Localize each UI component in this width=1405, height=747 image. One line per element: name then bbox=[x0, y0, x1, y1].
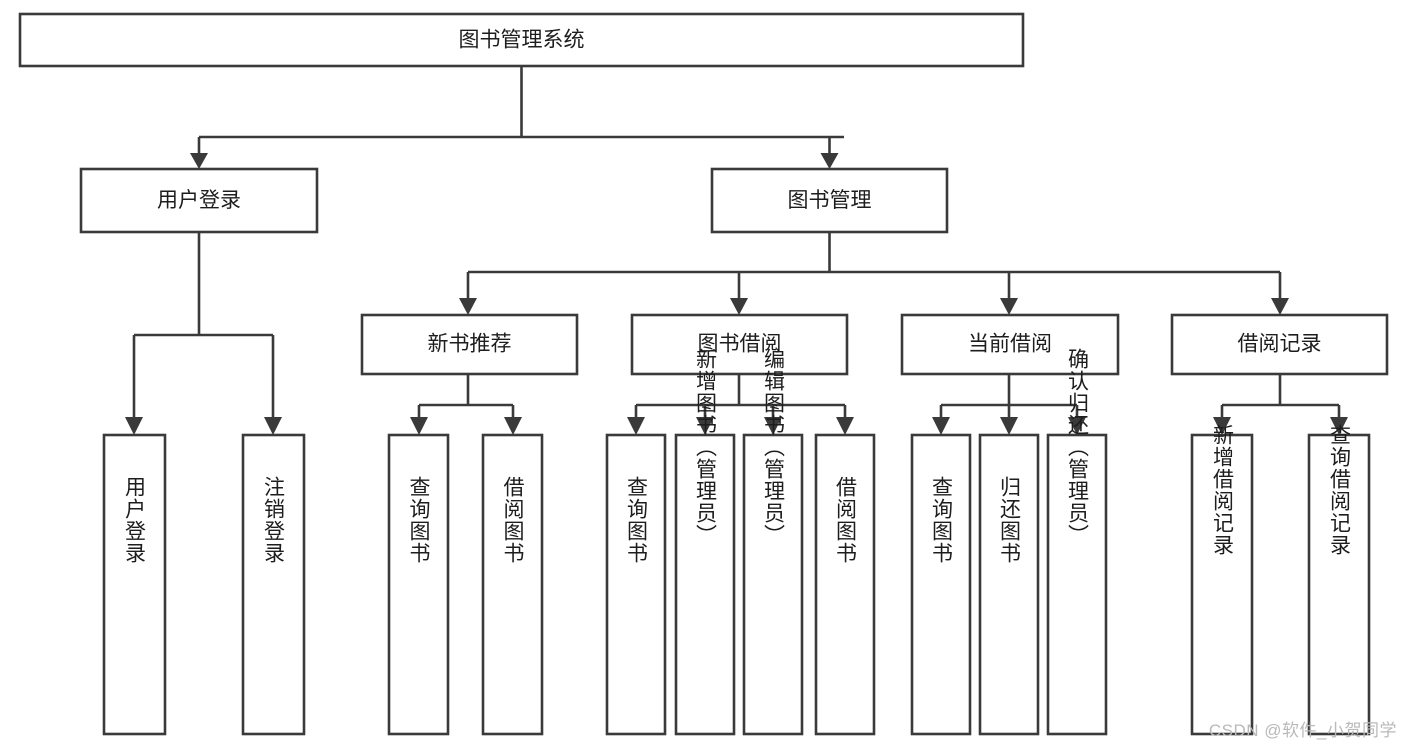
node-leaf-query-record[interactable]: 查询借阅记录 bbox=[1307, 424, 1371, 736]
arrow-head-add-record bbox=[1213, 417, 1231, 435]
arrow-head-borrow-record bbox=[1271, 298, 1289, 315]
arrow-head-edit-book bbox=[764, 417, 782, 435]
node-root-box[interactable] bbox=[18, 12, 1025, 68]
arrow-head-confirm-return bbox=[1068, 417, 1086, 435]
node-current-borrow[interactable]: 当前借阅 bbox=[900, 313, 1120, 376]
node-leaf-user-login[interactable]: 用户登录 bbox=[102, 433, 167, 736]
node-new-book-rec-label: 新书推荐 bbox=[428, 333, 512, 356]
node-leaf-add-book-box[interactable] bbox=[674, 433, 736, 736]
node-borrow-record[interactable]: 借阅记录 bbox=[1170, 313, 1389, 376]
arrow-head-borrow-book-rec bbox=[504, 417, 522, 435]
node-new-book-rec[interactable]: 新书推荐 bbox=[360, 313, 579, 376]
node-borrow-record-label: 借阅记录 bbox=[1238, 333, 1322, 356]
node-book-manage-box[interactable] bbox=[710, 167, 949, 234]
node-leaf-query-book-cur-box[interactable] bbox=[910, 433, 972, 736]
node-leaf-query-book-bor-label: 查询图书 bbox=[625, 476, 649, 564]
node-leaf-query-book-bor-box[interactable] bbox=[605, 433, 667, 736]
node-book-borrow-box[interactable] bbox=[630, 313, 849, 376]
arrow-head-query-book-rec bbox=[410, 417, 428, 435]
node-leaf-return-book-label: 归还图书 bbox=[998, 476, 1022, 564]
node-user-login-label: 用户登录 bbox=[157, 189, 241, 212]
node-leaf-query-book-rec-label: 查询图书 bbox=[407, 476, 431, 564]
node-leaf-logout-label: 注销登录 bbox=[262, 476, 286, 564]
node-leaf-add-record-box[interactable] bbox=[1190, 433, 1254, 736]
arrow-head-query-record bbox=[1330, 417, 1348, 435]
node-leaf-borrow-book-rec[interactable]: 借阅图书 bbox=[481, 433, 544, 736]
node-leaf-query-book-cur-label: 查询图书 bbox=[930, 476, 954, 564]
node-book-borrow-label: 图书借阅 bbox=[698, 333, 782, 356]
node-user-login-box[interactable] bbox=[79, 167, 319, 234]
node-leaf-borrow-book-bor-box[interactable] bbox=[814, 433, 876, 736]
node-leaf-edit-book-label: 编辑图书（管理员） bbox=[762, 348, 786, 546]
node-leaf-borrow-book-rec-box[interactable] bbox=[481, 433, 544, 736]
node-leaf-edit-book[interactable]: 编辑图书（管理员） bbox=[742, 348, 804, 736]
node-leaf-confirm-return-box[interactable] bbox=[1046, 433, 1108, 736]
node-book-borrow[interactable]: 图书借阅 bbox=[630, 313, 849, 376]
node-leaf-add-record[interactable]: 新增借阅记录 bbox=[1190, 424, 1254, 736]
node-leaf-add-book[interactable]: 新增图书（管理员） bbox=[674, 348, 736, 736]
node-leaf-user-login-box[interactable] bbox=[102, 433, 167, 736]
node-leaf-return-book[interactable]: 归还图书 bbox=[978, 433, 1040, 736]
node-leaf-borrow-book-bor-label: 借阅图书 bbox=[834, 476, 858, 564]
node-leaf-logout[interactable]: 注销登录 bbox=[241, 433, 306, 736]
arrow-head-current-borrow bbox=[1000, 298, 1018, 315]
arrow-head-book-manage bbox=[820, 153, 839, 169]
node-leaf-borrow-book-bor[interactable]: 借阅图书 bbox=[814, 433, 876, 736]
node-leaf-logout-box[interactable] bbox=[241, 433, 306, 736]
node-leaf-edit-book-box[interactable] bbox=[742, 433, 804, 736]
node-leaf-query-book-cur[interactable]: 查询图书 bbox=[910, 433, 972, 736]
arrow-head-user-login bbox=[190, 153, 208, 169]
node-book-manage[interactable]: 图书管理 bbox=[710, 167, 949, 234]
node-user-login[interactable]: 用户登录 bbox=[79, 167, 319, 234]
node-borrow-record-box[interactable] bbox=[1170, 313, 1389, 376]
node-leaf-query-book-bor[interactable]: 查询图书 bbox=[605, 433, 667, 736]
node-leaf-query-record-label: 查询借阅记录 bbox=[1328, 424, 1352, 556]
arrow-head-return-book bbox=[1000, 417, 1018, 435]
node-leaf-query-book-rec-box[interactable] bbox=[387, 433, 450, 736]
node-leaf-add-record-label: 新增借阅记录 bbox=[1211, 424, 1235, 556]
arrow-head-leaf-logout bbox=[264, 417, 282, 435]
node-current-borrow-box[interactable] bbox=[900, 313, 1120, 376]
arrow-head-book-borrow bbox=[730, 298, 748, 315]
node-layer: 图书管理系统 用户登录 图书管理 新书推荐 图书借阅 bbox=[18, 12, 1389, 736]
node-root[interactable]: 图书管理系统 bbox=[18, 12, 1025, 68]
arrow-head-query-book-cur bbox=[932, 417, 950, 435]
node-leaf-user-login-label: 用户登录 bbox=[123, 476, 147, 564]
node-current-borrow-label: 当前借阅 bbox=[968, 333, 1052, 356]
arrow-head-add-book bbox=[696, 417, 714, 435]
node-book-manage-label: 图书管理 bbox=[788, 189, 872, 212]
arrow-head-leaf-user-login bbox=[125, 417, 143, 435]
node-leaf-confirm-return-label: 确认归还（管理员） bbox=[1066, 348, 1090, 546]
arrow-head-borrow-book-bor bbox=[836, 417, 854, 435]
node-leaf-confirm-return[interactable]: 确认归还（管理员） bbox=[1046, 348, 1108, 736]
node-leaf-return-book-box[interactable] bbox=[978, 433, 1040, 736]
node-leaf-borrow-book-rec-label: 借阅图书 bbox=[501, 476, 525, 564]
connector-layer bbox=[125, 66, 1348, 435]
arrow-head-query-book-bor bbox=[627, 417, 645, 435]
node-new-book-rec-box[interactable] bbox=[360, 313, 579, 376]
node-leaf-query-book-rec[interactable]: 查询图书 bbox=[387, 433, 450, 736]
arrow-head-new-book-rec bbox=[459, 298, 477, 315]
node-leaf-query-record-box[interactable] bbox=[1307, 433, 1371, 736]
node-root-label: 图书管理系统 bbox=[459, 29, 585, 52]
node-leaf-add-book-label: 新增图书（管理员） bbox=[694, 348, 718, 546]
